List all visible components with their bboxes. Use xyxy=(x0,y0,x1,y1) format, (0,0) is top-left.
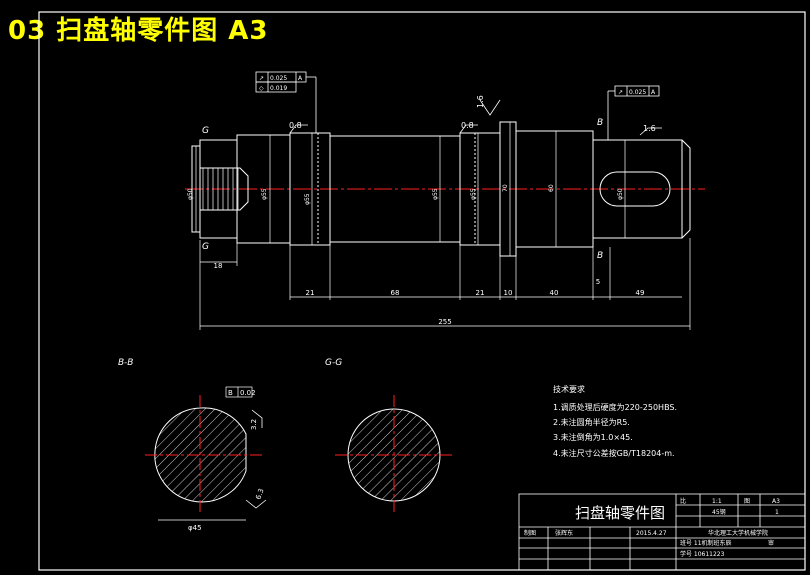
note-1: 1.调质处理后硬度为220-250HBS. xyxy=(553,402,677,412)
tol-sym-1: ↗ xyxy=(259,75,264,82)
diam-label-4: φ55 xyxy=(432,188,439,200)
section-bb-roughness: 3.2 xyxy=(250,419,258,430)
tol-val-2: 0.019 xyxy=(270,85,287,92)
shaft-main-view xyxy=(185,121,705,257)
drawing-border xyxy=(38,11,806,571)
tol-datum-3: A xyxy=(651,89,656,96)
dim-255: 255 xyxy=(438,318,451,326)
tb-quantity: 1 xyxy=(775,509,779,516)
diam-label-5: φ55 xyxy=(470,188,477,200)
section-bb-text: B-B φ45 0.02 B 3.2 6.3 xyxy=(118,358,266,532)
section-bb xyxy=(145,386,267,521)
roughness-labels: 0.8 0.8 1.6 1.6 xyxy=(289,95,656,133)
roughness-marks xyxy=(289,99,662,136)
tb-class: 班号 11机制班东辰 xyxy=(680,539,732,547)
section-bb-roughness-2: 6.3 xyxy=(254,487,265,500)
tolerance-frames xyxy=(255,71,660,140)
tb-scale-value: 1:1 xyxy=(712,498,722,505)
section-bb-tol-datum: B xyxy=(228,389,233,397)
dim-10: 10 xyxy=(504,289,513,297)
tol-sym-2: ◇ xyxy=(259,85,264,92)
dim-68: 68 xyxy=(391,289,400,297)
section-bb-label: B-B xyxy=(118,358,133,368)
tb-designer-label: 制图 xyxy=(524,529,536,537)
diam-label-2: φ55 xyxy=(261,188,268,200)
diam-label-1: φ50 xyxy=(187,188,194,200)
dim-49: 49 xyxy=(636,289,645,297)
diameter-dimensions xyxy=(195,122,626,256)
tb-sheet-label: 图 xyxy=(744,498,750,505)
section-bb-tol: 0.02 xyxy=(240,389,256,397)
dim-labels: 18 21 68 21 10 40 5 49 255 xyxy=(214,262,645,326)
datum-b-top: B xyxy=(597,118,603,128)
note-2: 2.未注圆角半径为R5. xyxy=(553,417,630,427)
tolerance-text: ↗ 0.025 A ◇ 0.019 ↗ 0.025 A xyxy=(259,75,656,96)
dim-40: 40 xyxy=(550,289,559,297)
tb-designer-name: 张辉东 xyxy=(555,529,573,537)
tol-sym-3: ↗ xyxy=(618,89,623,96)
tb-date: 2015.4.27 xyxy=(636,530,667,537)
roughness-2: 0.8 xyxy=(461,121,474,130)
dim-5: 5 xyxy=(596,278,600,286)
horizontal-dimensions xyxy=(199,238,691,330)
tol-val-3: 0.025 xyxy=(629,89,646,96)
dim-21-a: 21 xyxy=(306,289,315,297)
roughness-1: 0.8 xyxy=(289,121,302,130)
diam-label-3: φ55 xyxy=(304,193,311,205)
tol-val-1: 0.025 xyxy=(270,75,287,82)
page-title: 03 扫盘轴零件图 A3 xyxy=(8,16,269,46)
tb-scale-label: 比 xyxy=(680,497,686,505)
datum-g-bottom: G xyxy=(202,242,209,252)
section-gg xyxy=(335,395,455,515)
datum-b-bottom: B xyxy=(597,251,603,261)
notes-heading: 技术要求 xyxy=(553,384,585,394)
tb-grade: 审 xyxy=(768,539,774,547)
note-4: 4.未注尺寸公差按GB/T18204-m. xyxy=(553,448,675,458)
section-gg-label: G-G xyxy=(325,358,342,368)
diameter-labels: φ50 φ55 φ55 φ55 φ55 70 60 φ50 xyxy=(187,184,624,205)
tb-number: 学号 10611223 xyxy=(680,550,725,558)
title-block xyxy=(518,493,806,571)
diam-label-7: 60 xyxy=(548,184,555,192)
tb-part-name: 扫盘轴零件图 xyxy=(575,504,665,522)
note-3: 3.未注倒角为1.0×45. xyxy=(553,432,633,442)
tb-school: 华北理工大学机械学院 xyxy=(708,529,768,537)
dim-21-b: 21 xyxy=(476,289,485,297)
tb-sheet-value: A3 xyxy=(772,498,780,505)
tol-datum-1: A xyxy=(298,75,303,82)
title-block-text: 扫盘轴零件图 比 1:1 图 A3 45钢 1 制图 张辉东 2015.4.27… xyxy=(524,497,780,558)
datum-g-top: G xyxy=(202,126,209,136)
diam-label-6: 70 xyxy=(502,184,509,192)
roughness-3: 1.6 xyxy=(476,95,485,108)
section-bb-dim: φ45 xyxy=(188,524,202,532)
diam-label-8: φ50 xyxy=(617,188,624,200)
tech-notes: 技术要求 1.调质处理后硬度为220-250HBS. 2.未注圆角半径为R5. … xyxy=(553,384,677,458)
keyway xyxy=(599,171,671,207)
dim-18: 18 xyxy=(214,262,223,270)
tb-material: 45钢 xyxy=(712,508,726,516)
roughness-4: 1.6 xyxy=(643,124,656,133)
datum-labels: G G B B xyxy=(202,118,603,261)
